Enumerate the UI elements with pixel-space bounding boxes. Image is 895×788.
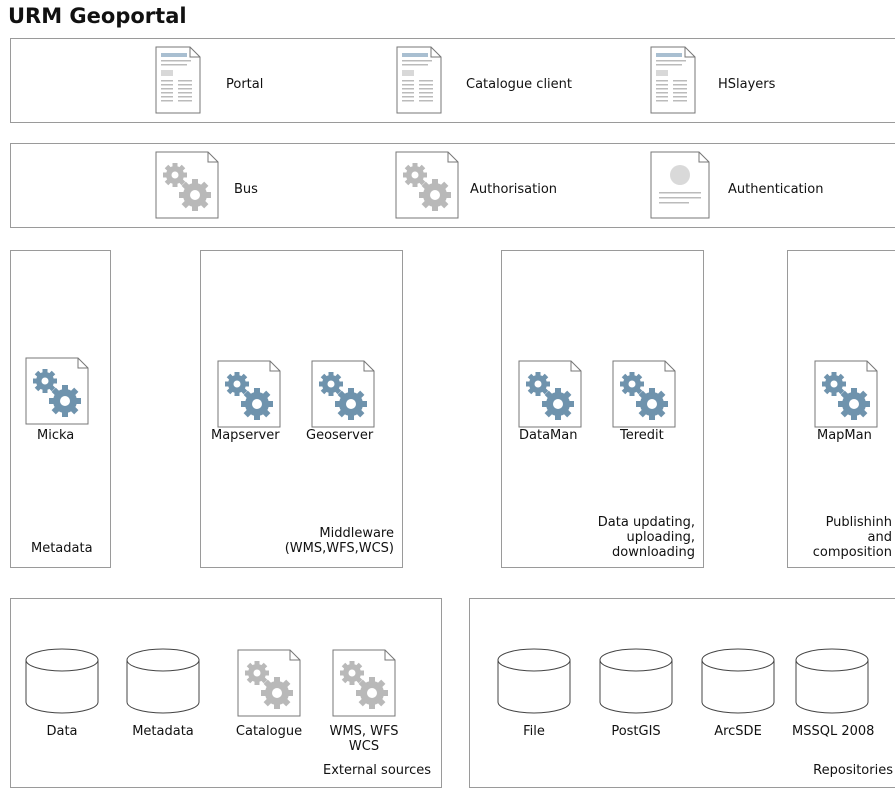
data-label: Data bbox=[46, 724, 78, 739]
middleware-caption-line2: (WMS,WFS,WCS) bbox=[284, 541, 394, 556]
geoserver-gears-icon bbox=[311, 360, 375, 428]
hslayers-label: HSlayers bbox=[718, 77, 776, 92]
postgis-database-icon bbox=[599, 648, 673, 714]
postgis-label: PostGIS bbox=[611, 724, 661, 739]
mssql-label: MSSQL 2008 bbox=[792, 724, 875, 739]
metadata-panel-caption: Metadata bbox=[31, 541, 93, 556]
portal-document-icon bbox=[155, 46, 201, 114]
teredit-label: Teredit bbox=[620, 428, 664, 443]
dataman-gears-icon bbox=[518, 360, 582, 428]
wms-wfs-wcs-label-line1: WMS, WFS bbox=[329, 724, 399, 739]
mapserver-label: Mapserver bbox=[211, 428, 280, 443]
mapserver-gears-icon bbox=[217, 360, 281, 428]
file-label: File bbox=[523, 724, 545, 739]
bus-label: Bus bbox=[234, 182, 258, 197]
dataman-label: DataMan bbox=[519, 428, 578, 443]
catalogue-client-document-icon bbox=[396, 46, 442, 114]
arcsde-database-icon bbox=[701, 648, 775, 714]
publishing-caption-line2: and bbox=[867, 530, 892, 545]
wms-wfs-wcs-label: WMS, WFS WCS bbox=[314, 724, 414, 754]
file-database-icon bbox=[497, 648, 571, 714]
mapman-label: MapMan bbox=[817, 428, 872, 443]
publishing-caption-line3: composition bbox=[812, 545, 892, 560]
metadata-label: Metadata bbox=[132, 724, 194, 739]
wms-wfs-wcs-label-line2: WCS bbox=[348, 739, 380, 754]
portal-label: Portal bbox=[226, 77, 264, 92]
data-updating-caption-line3: downloading bbox=[612, 545, 695, 560]
catalogue-label: Catalogue bbox=[235, 724, 303, 739]
authentication-label: Authentication bbox=[728, 182, 824, 197]
external-sources-caption: External sources bbox=[322, 763, 431, 778]
authorisation-gears-icon bbox=[395, 151, 459, 219]
metadata-database-icon bbox=[126, 648, 200, 714]
middleware-caption: Middleware (WMS,WFS,WCS) bbox=[285, 526, 394, 556]
authentication-document-icon bbox=[650, 151, 710, 219]
micka-gears-icon bbox=[25, 357, 89, 425]
repositories-caption: Repositories bbox=[813, 763, 893, 778]
teredit-gears-icon bbox=[612, 360, 676, 428]
hslayers-document-icon bbox=[650, 46, 696, 114]
geoserver-label: Geoserver bbox=[306, 428, 374, 443]
publishing-caption: Publishinh and composition bbox=[813, 515, 892, 560]
data-database-icon bbox=[25, 648, 99, 714]
publishing-caption-line1: Publishinh bbox=[825, 515, 892, 530]
micka-label: Micka bbox=[37, 428, 75, 443]
catalogue-client-label: Catalogue client bbox=[466, 77, 572, 92]
bus-gears-icon bbox=[155, 151, 219, 219]
mssql-database-icon bbox=[795, 648, 869, 714]
mapman-gears-icon bbox=[814, 360, 878, 428]
arcsde-label: ArcSDE bbox=[714, 724, 762, 739]
data-updating-caption-line2: uploading, bbox=[626, 530, 695, 545]
middleware-caption-line1: Middleware bbox=[319, 526, 394, 541]
page-title: URM Geoportal bbox=[8, 4, 187, 28]
data-updating-caption: Data updating, uploading, downloading bbox=[598, 515, 695, 560]
wms-wfs-wcs-gears-icon bbox=[332, 649, 396, 717]
data-updating-caption-line1: Data updating, bbox=[597, 515, 695, 530]
authorisation-label: Authorisation bbox=[470, 182, 558, 197]
catalogue-gears-icon bbox=[237, 649, 301, 717]
